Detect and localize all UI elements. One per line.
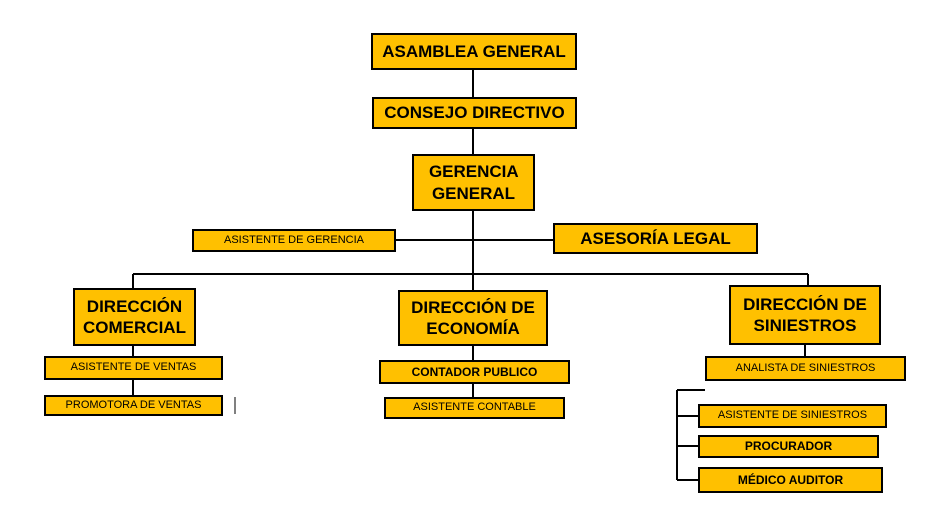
- label-gerencia-general: GERENCIA GENERAL: [428, 162, 519, 203]
- label-direccion-economia: DIRECCIÓN DE ECONOMÍA: [411, 297, 535, 338]
- box-direccion-comercial: DIRECCIÓN COMERCIAL: [73, 288, 196, 346]
- label-asistente-contable: ASISTENTE CONTABLE: [413, 401, 536, 414]
- label-direccion-comercial: DIRECCIÓN COMERCIAL: [83, 296, 186, 337]
- label-direccion-siniestros: DIRECCIÓN DE SINIESTROS: [743, 294, 867, 335]
- box-consejo-directivo: CONSEJO DIRECTIVO: [372, 97, 577, 129]
- box-asistente-ventas: ASISTENTE DE VENTAS: [44, 356, 223, 380]
- box-gerencia-general: GERENCIA GENERAL: [412, 154, 535, 211]
- label-procurador: PROCURADOR: [744, 439, 833, 453]
- box-asistente-siniestros: ASISTENTE DE SINIESTROS: [698, 404, 887, 428]
- label-analista-siniestros: ANALISTA DE SINIESTROS: [735, 361, 876, 374]
- label-asistente-ventas: ASISTENTE DE VENTAS: [70, 361, 197, 374]
- label-asistente-siniestros: ASISTENTE DE SINIESTROS: [717, 409, 868, 422]
- box-asamblea-general: ASAMBLEA GENERAL: [371, 33, 577, 70]
- box-procurador: PROCURADOR: [698, 435, 879, 458]
- label-asesoria-legal: ASESORÍA LEGAL: [580, 228, 731, 248]
- label-asistente-gerencia: ASISTENTE DE GERENCIA: [224, 233, 364, 246]
- label-promotora-ventas: PROMOTORA DE VENTAS: [65, 398, 202, 411]
- label-consejo-directivo: CONSEJO DIRECTIVO: [384, 103, 565, 123]
- box-asesoria-legal: ASESORÍA LEGAL: [553, 223, 758, 254]
- box-promotora-ventas: PROMOTORA DE VENTAS: [44, 395, 223, 416]
- label-asamblea-general: ASAMBLEA GENERAL: [382, 41, 566, 61]
- label-medico-auditor: MÉDICO AUDITOR: [737, 472, 844, 487]
- box-direccion-siniestros: DIRECCIÓN DE SINIESTROS: [729, 285, 881, 345]
- box-medico-auditor: MÉDICO AUDITOR: [698, 467, 883, 493]
- box-contador-publico: CONTADOR PUBLICO: [379, 360, 570, 384]
- label-contador-publico: CONTADOR PUBLICO: [411, 364, 538, 379]
- box-asistente-gerencia: ASISTENTE DE GERENCIA: [192, 229, 396, 252]
- box-asistente-contable: ASISTENTE CONTABLE: [384, 397, 565, 419]
- box-direccion-economia: DIRECCIÓN DE ECONOMÍA: [398, 290, 548, 346]
- box-analista-siniestros: ANALISTA DE SINIESTROS: [705, 356, 906, 381]
